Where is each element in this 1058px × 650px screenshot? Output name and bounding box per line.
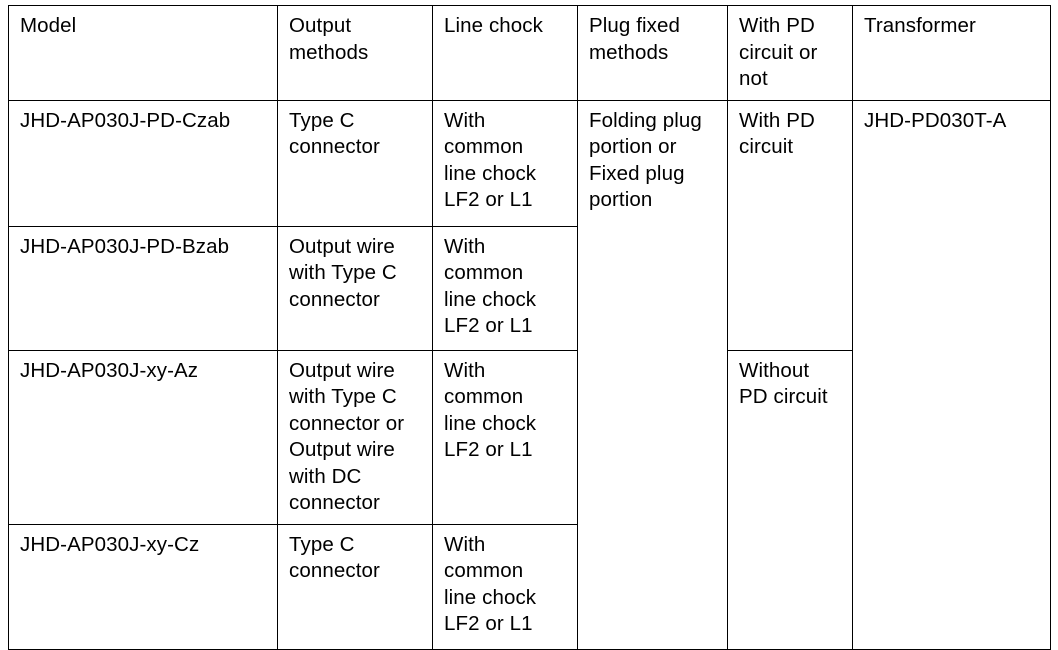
column-header-pd-circuit: With PD circuit or not <box>727 5 853 101</box>
cell-model-value: JHD-AP030J-xy-Az <box>20 358 199 382</box>
cell-output-methods: Type C connector <box>277 99 433 227</box>
table-row: JHD-AP030J-PD-Bzab Output wire with Type… <box>8 225 1051 351</box>
cell-model-value: JHD-AP030J-xy-Cz <box>20 532 200 556</box>
cell-line-chock-value: With common line chock LF2 or L1 <box>444 234 537 338</box>
cell-line-chock: With common line chock LF2 or L1 <box>432 349 578 525</box>
cell-line-chock: With common line chock LF2 or L1 <box>432 99 578 227</box>
cell-pd-circuit-with-value: With PD circuit <box>739 108 815 159</box>
cell-model: JHD-AP030J-PD-Bzab <box>8 225 278 351</box>
cell-output-methods: Type C connector <box>277 523 433 650</box>
cell-output-methods-value: Type C connector <box>289 108 380 159</box>
cell-output-methods-value: Output wire with Type C connector <box>289 234 397 311</box>
cell-model-value: JHD-AP030J-PD-Bzab <box>20 234 230 258</box>
column-header-output-methods: Output methods <box>277 5 433 101</box>
cell-line-chock-value: With common line chock LF2 or L1 <box>444 532 537 636</box>
column-header-plug-fixed-methods: Plug fixed methods <box>577 5 728 101</box>
cell-model-value: JHD-AP030J-PD-Czab <box>20 108 231 132</box>
cell-pd-circuit-without-merged: Without PD circuit <box>727 349 853 650</box>
table-row: JHD-AP030J-xy-Az Output wire with Type C… <box>8 349 1051 650</box>
cell-pd-circuit-without-value: Without PD circuit <box>739 358 828 409</box>
cell-plug-fixed-methods-merged: Folding plug portion or Fixed plug porti… <box>577 99 728 650</box>
cell-pd-circuit-with-merged: With PD circuit <box>727 99 853 351</box>
cell-output-methods-value: Output wire with Type C connector or Out… <box>289 358 405 515</box>
column-header-plug-fixed-methods-label: Plug fixed methods <box>589 14 681 64</box>
cell-model: JHD-AP030J-xy-Az <box>8 349 278 525</box>
cell-transformer-value: JHD-PD030T-A <box>864 108 1007 132</box>
column-header-model-label: Model <box>20 14 77 37</box>
cell-plug-fixed-methods-value: Folding plug portion or Fixed plug porti… <box>589 108 702 212</box>
model-specification-table: Model Output methods Line chock Plug fix… <box>8 5 1051 650</box>
cell-line-chock: With common line chock LF2 or L1 <box>432 225 578 351</box>
table-row: JHD-AP030J-xy-Cz Type C connector With c… <box>8 523 1051 650</box>
table-row: JHD-AP030J-PD-Czab Type C connector With… <box>8 99 1051 650</box>
column-header-model: Model <box>8 5 278 101</box>
column-header-line-chock: Line chock <box>432 5 578 101</box>
column-header-pd-circuit-label: With PD circuit or not <box>739 14 818 90</box>
cell-output-methods: Output wire with Type C connector <box>277 225 433 351</box>
cell-output-methods-value: Type C connector <box>289 532 380 583</box>
cell-model: JHD-AP030J-xy-Cz <box>8 523 278 650</box>
cell-transformer-merged: JHD-PD030T-A <box>852 99 1051 650</box>
column-header-output-methods-label: Output methods <box>289 14 369 64</box>
column-header-transformer: Transformer <box>852 5 1051 101</box>
cell-line-chock-value: With common line chock LF2 or L1 <box>444 358 537 462</box>
column-header-transformer-label: Transformer <box>864 14 976 37</box>
table-header-row: Model Output methods Line chock Plug fix… <box>8 5 1051 101</box>
column-header-line-chock-label: Line chock <box>444 14 544 37</box>
cell-line-chock: With common line chock LF2 or L1 <box>432 523 578 650</box>
cell-line-chock-value: With common line chock LF2 or L1 <box>444 108 537 212</box>
cell-output-methods: Output wire with Type C connector or Out… <box>277 349 433 525</box>
cell-model: JHD-AP030J-PD-Czab <box>8 99 278 227</box>
